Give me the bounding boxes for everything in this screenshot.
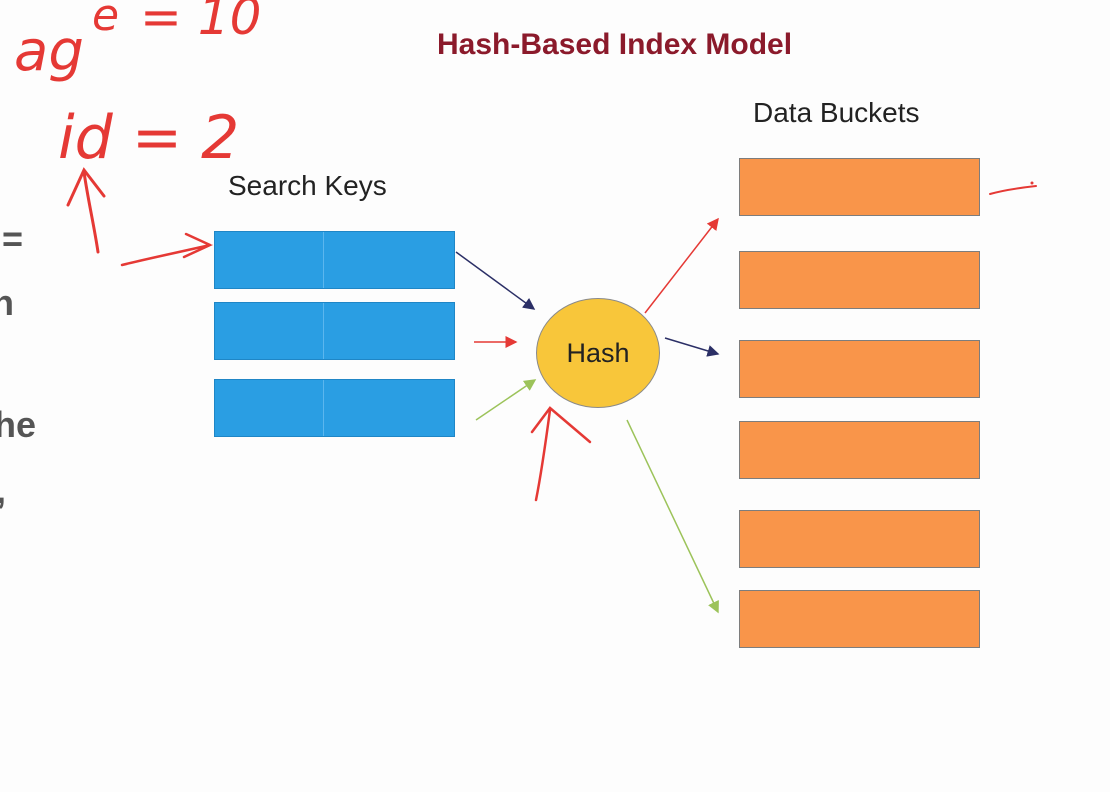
arrow-hash-to-bucket3 <box>664 337 720 357</box>
ink-arrow-to-hash <box>530 406 592 502</box>
arrow-key1-to-hash <box>455 251 536 310</box>
arrow-hash-to-bucket6 <box>626 419 719 614</box>
slide-edge-fragment: = <box>2 218 24 259</box>
data-bucket <box>739 158 980 216</box>
ink-up-arrow <box>66 167 106 254</box>
ink-arrow-to-key <box>120 232 213 267</box>
arrow-key3-to-hash <box>475 379 537 421</box>
search-key-row <box>214 302 455 360</box>
data-buckets-label: Data Buckets <box>753 97 920 128</box>
data-bucket <box>739 421 980 479</box>
search-keys-label: Search Keys <box>228 170 387 201</box>
data-bucket <box>739 510 980 568</box>
slide-edge-fragment: he <box>0 404 37 445</box>
diagram-title: Hash-Based Index Model <box>437 28 793 61</box>
data-bucket <box>739 340 980 398</box>
handwritten-age-a: ag <box>14 19 84 84</box>
handwritten-age-sup: e <box>92 0 119 41</box>
ink-tick-bucket1 <box>989 185 1037 195</box>
slide-edge-fragment: , <box>0 470 6 512</box>
search-key-row <box>214 231 455 289</box>
data-bucket <box>739 251 980 309</box>
hash-label: Hash <box>566 337 630 368</box>
data-bucket <box>739 590 980 648</box>
hash-function-node: Hash <box>536 298 660 408</box>
arrow-hash-to-bucket1 <box>644 217 719 314</box>
handwritten-id: id = 2 <box>58 103 239 173</box>
ink-dot <box>1030 181 1034 185</box>
handwritten-age-b: = 10 <box>140 0 261 46</box>
slide-edge-fragment: n <box>0 282 14 323</box>
search-key-row <box>214 379 455 437</box>
